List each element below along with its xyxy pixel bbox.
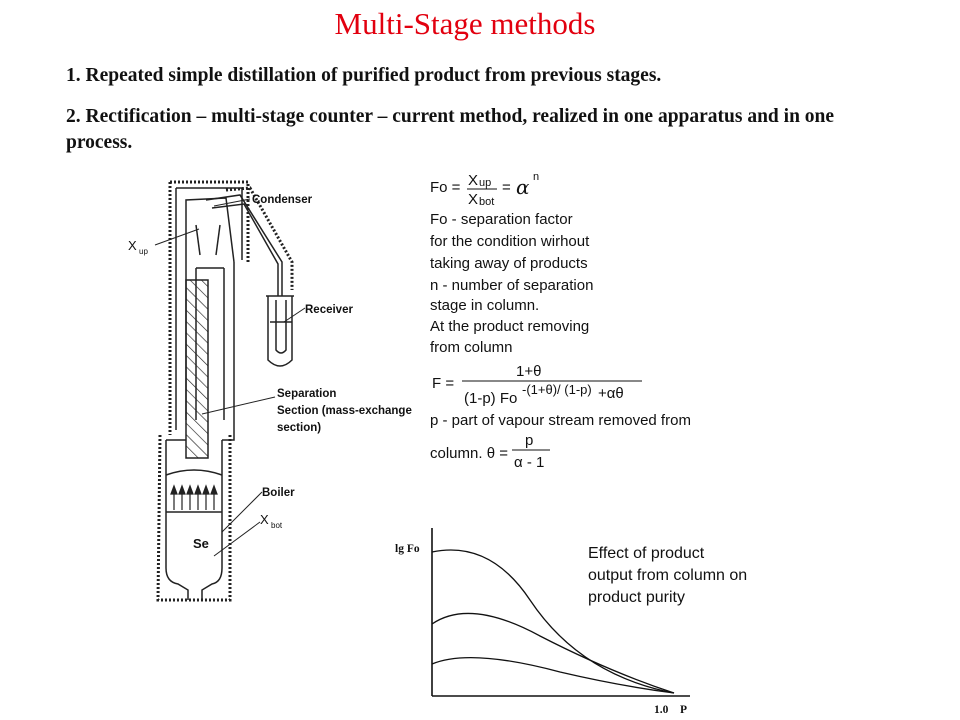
fo-den: X	[468, 191, 478, 208]
slide-title: Multi-Stage methods	[334, 6, 596, 41]
fo-alpha: α	[516, 175, 530, 199]
point-rectification: 2. Rectification – multi-stage counter –…	[66, 106, 835, 153]
condenser-line	[205, 186, 294, 296]
f-num: 1+θ	[516, 363, 541, 380]
graph-xlabel-p: P	[680, 704, 687, 716]
graph-ylabel: lg Fo	[395, 543, 420, 555]
text-line-3: taking away of products	[430, 255, 588, 272]
p-text-line-1: p - part of vapour stream removed from	[430, 412, 691, 429]
p-text-line-2: column. θ =	[430, 445, 508, 462]
graph-title-3: product purity	[588, 589, 685, 606]
leader-lines	[154, 198, 306, 557]
label-x-up: X	[128, 238, 137, 253]
formula-f: F = 1+θ (1-p) Fo -(1+θ)/ (1-p) +αθ	[432, 363, 642, 407]
text-line-7: from column	[430, 339, 513, 356]
label-x-bot-sub: bot	[271, 521, 283, 530]
distillation-apparatus	[154, 180, 306, 602]
graph-curve-top	[431, 549, 675, 694]
label-x-bot: X	[260, 512, 269, 527]
formula-p-text: p - part of vapour stream removed from c…	[430, 412, 691, 471]
boiler-vessel	[165, 420, 235, 600]
label-boiler: Boiler	[262, 487, 295, 499]
vapour-arrows	[170, 484, 218, 510]
label-condenser: Condenser	[252, 194, 313, 206]
label-receiver: Receiver	[305, 304, 353, 316]
text-line-6: At the product removing	[430, 318, 589, 335]
text-line-2: for the condition wirhout	[430, 233, 590, 250]
receiver-vessel	[266, 295, 294, 367]
separation-packing	[185, 279, 209, 459]
text-line-5: stage in column.	[430, 297, 539, 314]
f-lhs: F =	[432, 375, 454, 392]
formula-text-block: Fo - separation factor for the condition…	[430, 211, 593, 356]
fo-den-sub: bot	[479, 196, 494, 208]
formula-fo: Fo = X up X bot = α n	[430, 171, 539, 208]
effect-graph: lg Fo 1.0 P Effect of product output fro…	[395, 528, 747, 716]
graph-title-2: output from column on	[588, 567, 747, 584]
label-se: Se	[193, 536, 209, 551]
fo-num-sub: up	[479, 177, 491, 189]
theta-num: p	[525, 432, 533, 449]
fo-exp: n	[533, 171, 539, 183]
label-separation-3: section)	[277, 422, 321, 434]
point-repeated-distillation: 1. Repeated simple distillation of purif…	[66, 65, 662, 86]
f-den-b: +αθ	[598, 385, 624, 402]
graph-title-1: Effect of product	[588, 545, 705, 562]
label-separation-2: Section (mass-exchange	[277, 405, 412, 417]
fo-eq: =	[502, 179, 511, 196]
text-line-1: Fo - separation factor	[430, 211, 573, 228]
fo-num: X	[468, 172, 478, 189]
label-separation-1: Separation	[277, 388, 336, 400]
upper-insulation-jacket	[156, 180, 250, 602]
f-den-a: (1-p) Fo	[464, 390, 517, 407]
graph-curve-middle	[431, 612, 675, 694]
fo-lhs: Fo =	[430, 179, 461, 196]
graph-curve-bottom	[431, 656, 675, 694]
text-line-4: n - number of separation	[430, 277, 593, 294]
graph-xlabel-1: 1.0	[654, 704, 669, 716]
f-den-exp: -(1+θ)/ (1-p)	[522, 382, 592, 397]
label-x-up-sub: up	[139, 247, 148, 256]
theta-den: α - 1	[514, 454, 544, 471]
